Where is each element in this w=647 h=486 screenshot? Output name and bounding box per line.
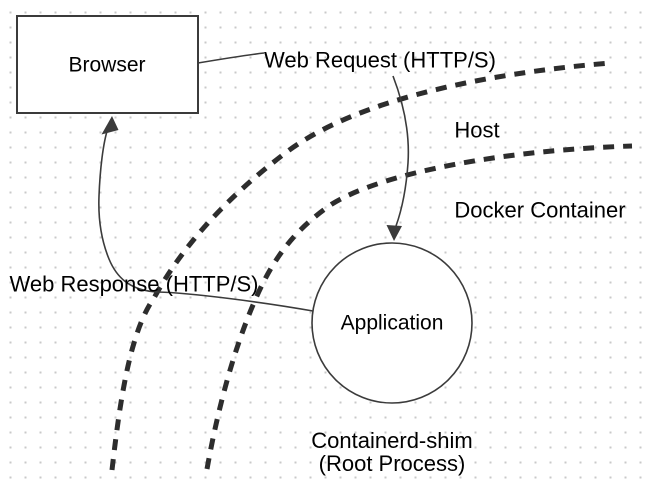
docker-container-boundary-dashed-arc (204, 143, 633, 470)
host-boundary-dashed-arc (109, 60, 611, 471)
application-node-label: Application (340, 311, 444, 335)
browser-to-request-connector-line (197, 52, 265, 64)
host-region-label: Host (454, 117, 500, 143)
containerd-shim-label: Containerd-shim (Root Process) (311, 429, 472, 475)
web-request-edge-label: Web Request (HTTP/S) (264, 47, 496, 73)
browser-node-label: Browser (68, 53, 146, 77)
web-request-arrowhead-icon (386, 225, 402, 241)
web-response-edge (98, 127, 314, 312)
application-node (311, 242, 473, 404)
browser-node (16, 15, 199, 114)
containerd-shim-label-line1: Containerd-shim (311, 428, 473, 453)
docker-container-region-label: Docker Container (454, 197, 626, 223)
web-response-arrowhead-icon (101, 116, 119, 135)
containerd-shim-label-line2: (Root Process) (318, 451, 466, 476)
web-request-edge (392, 75, 410, 227)
web-response-edge-label: Web Response (HTTP/S) (9, 271, 259, 297)
